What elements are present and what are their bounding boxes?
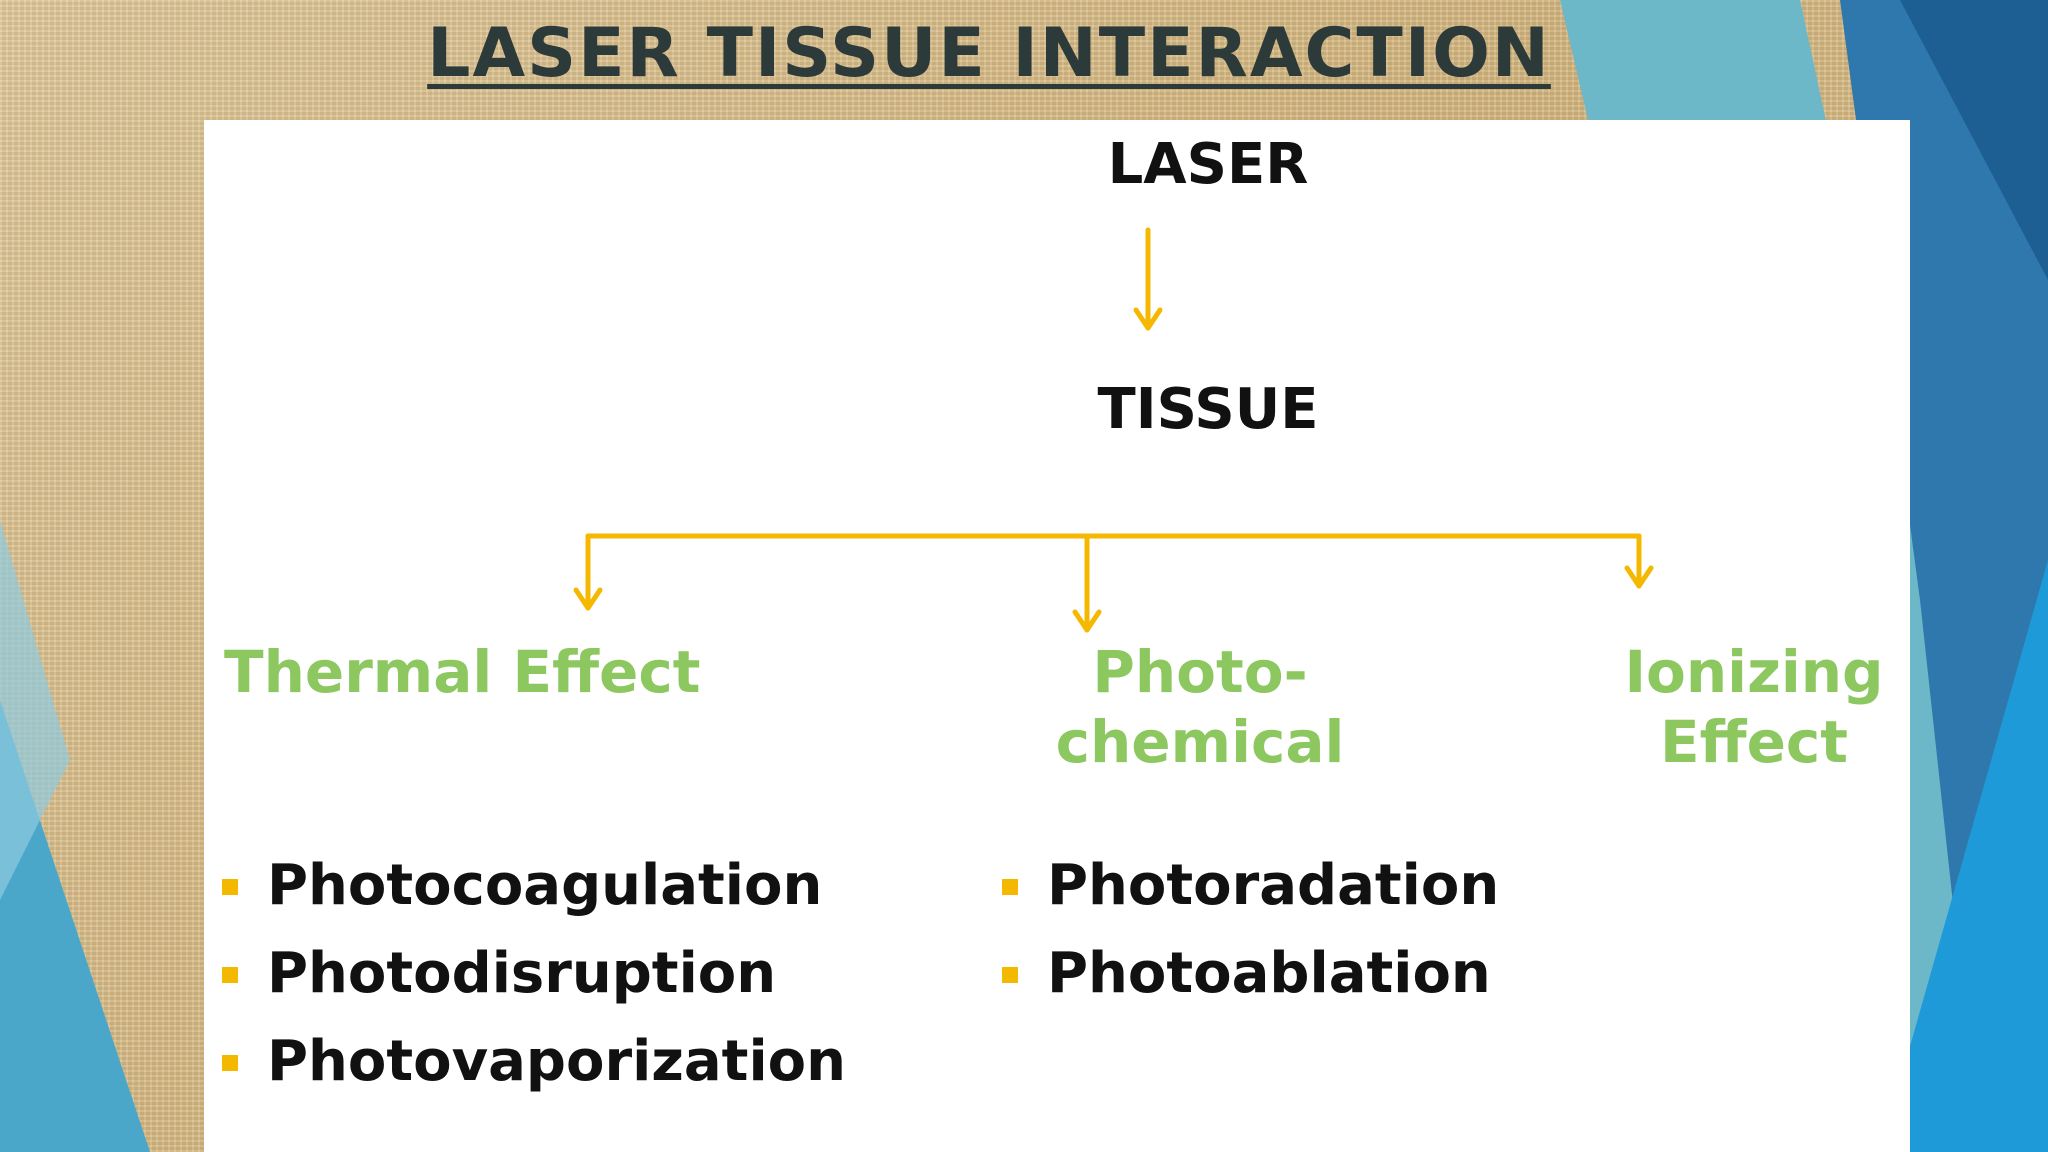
list-item-label: Photodisruption: [267, 941, 777, 1006]
bg-left-light-shard: [0, 520, 70, 900]
ionizing-effect-node: Ionizing Effect: [1604, 637, 1904, 777]
ionizing-effect-label-line1: Ionizing: [1624, 638, 1884, 706]
ionizing-effect-label-line2: Effect: [1659, 708, 1849, 776]
bullet-square-icon: [222, 1055, 238, 1071]
tissue-node: TISSUE: [1097, 377, 1319, 442]
list-item: Photovaporization: [204, 1018, 846, 1106]
diagram-connectors: [573, 227, 1654, 633]
bullet-square-icon: [1002, 879, 1018, 895]
bullet-square-icon: [1002, 967, 1018, 983]
bg-dark-triangle: [1900, 0, 2048, 280]
bg-bright-blue-triangle: [1880, 560, 2048, 1152]
arrowhead-ionizing: [1624, 565, 1654, 589]
list-item-label: Photovaporization: [267, 1029, 846, 1094]
photochemical-label-line1: Photo-: [1092, 638, 1308, 706]
arrowhead-thermal: [573, 587, 603, 611]
content-panel: LASER TISSUE Thermal Effect Photo- chemi…: [204, 120, 1910, 1152]
bullet-square-icon: [222, 967, 238, 983]
slide-title: LASER TISSUE INTERACTION: [427, 14, 1551, 93]
list-item: Photoradation: [984, 842, 1499, 930]
list-item-label: Photoradation: [1047, 853, 1500, 918]
bullet-square-icon: [222, 879, 238, 895]
arrowhead-laser-to-tissue: [1133, 307, 1163, 331]
photochemical-effects-list: Photoradation Photoablation: [984, 842, 1499, 1018]
list-item: Photoablation: [984, 930, 1499, 1018]
list-item-label: Photoablation: [1047, 941, 1491, 1006]
photochemical-node: Photo- chemical: [1040, 637, 1360, 777]
list-item-label: Photocoagulation: [267, 853, 823, 918]
thermal-effects-list: Photocoagulation Photodisruption Photova…: [204, 842, 846, 1106]
thermal-effect-label: Thermal Effect: [224, 638, 701, 706]
list-item: Photocoagulation: [204, 842, 846, 930]
list-item: Photodisruption: [204, 930, 846, 1018]
thermal-effect-node: Thermal Effect: [224, 637, 701, 707]
photochemical-label-line2: chemical: [1055, 708, 1345, 776]
laser-node: LASER: [1107, 132, 1309, 197]
arrowhead-photochemical: [1072, 609, 1102, 633]
